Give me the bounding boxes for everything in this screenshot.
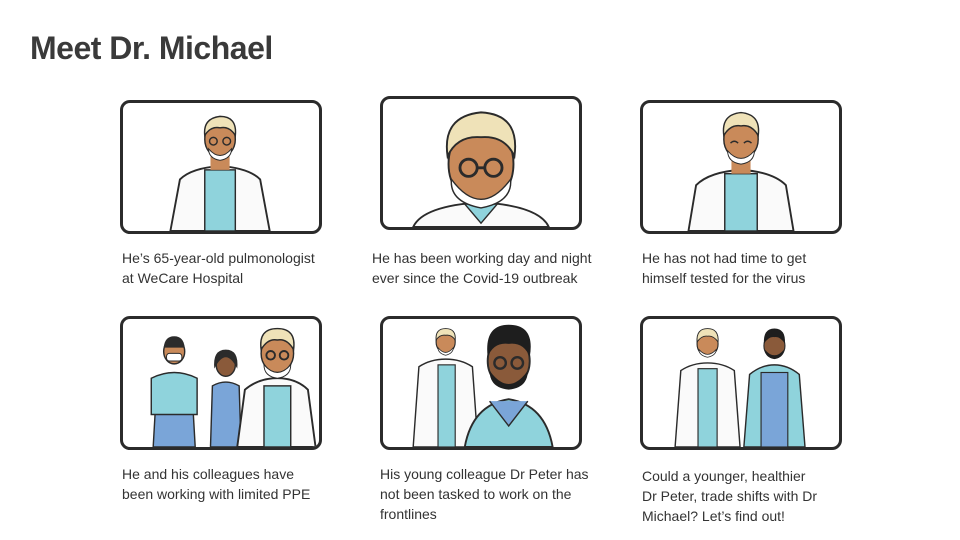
comic-panel-6 bbox=[640, 316, 842, 450]
comic-panel-5 bbox=[380, 316, 582, 450]
panel-3-caption: He has not had time to get himself teste… bbox=[642, 250, 807, 286]
dr-michael-closeup-illustration bbox=[412, 111, 550, 227]
comic-panel-1 bbox=[120, 100, 322, 234]
comic-panel-4 bbox=[120, 316, 322, 450]
comic-panel-2 bbox=[380, 96, 582, 230]
panel-5-caption: His young colleague Dr Peter has not bee… bbox=[380, 466, 589, 522]
both-doctors-illustration bbox=[674, 328, 806, 447]
dr-peter-introduction-illustration bbox=[412, 324, 554, 447]
page-title: Meet Dr. Michael bbox=[30, 30, 273, 66]
panel-1-caption: He’s 65-year-old pulmonologist at WeCare… bbox=[122, 250, 315, 286]
colleagues-limited-ppe-illustration bbox=[150, 327, 317, 447]
panel-2-caption: He has been working day and night ever s… bbox=[372, 250, 592, 286]
dr-michael-standing-illustration bbox=[169, 115, 271, 231]
comic-panel-3 bbox=[640, 100, 842, 234]
dr-michael-tired-illustration bbox=[687, 111, 795, 231]
panel-4-caption: He and his colleagues have been working … bbox=[122, 466, 311, 502]
panel-6-caption: Could a younger, healthier Dr Peter, tra… bbox=[642, 468, 818, 524]
